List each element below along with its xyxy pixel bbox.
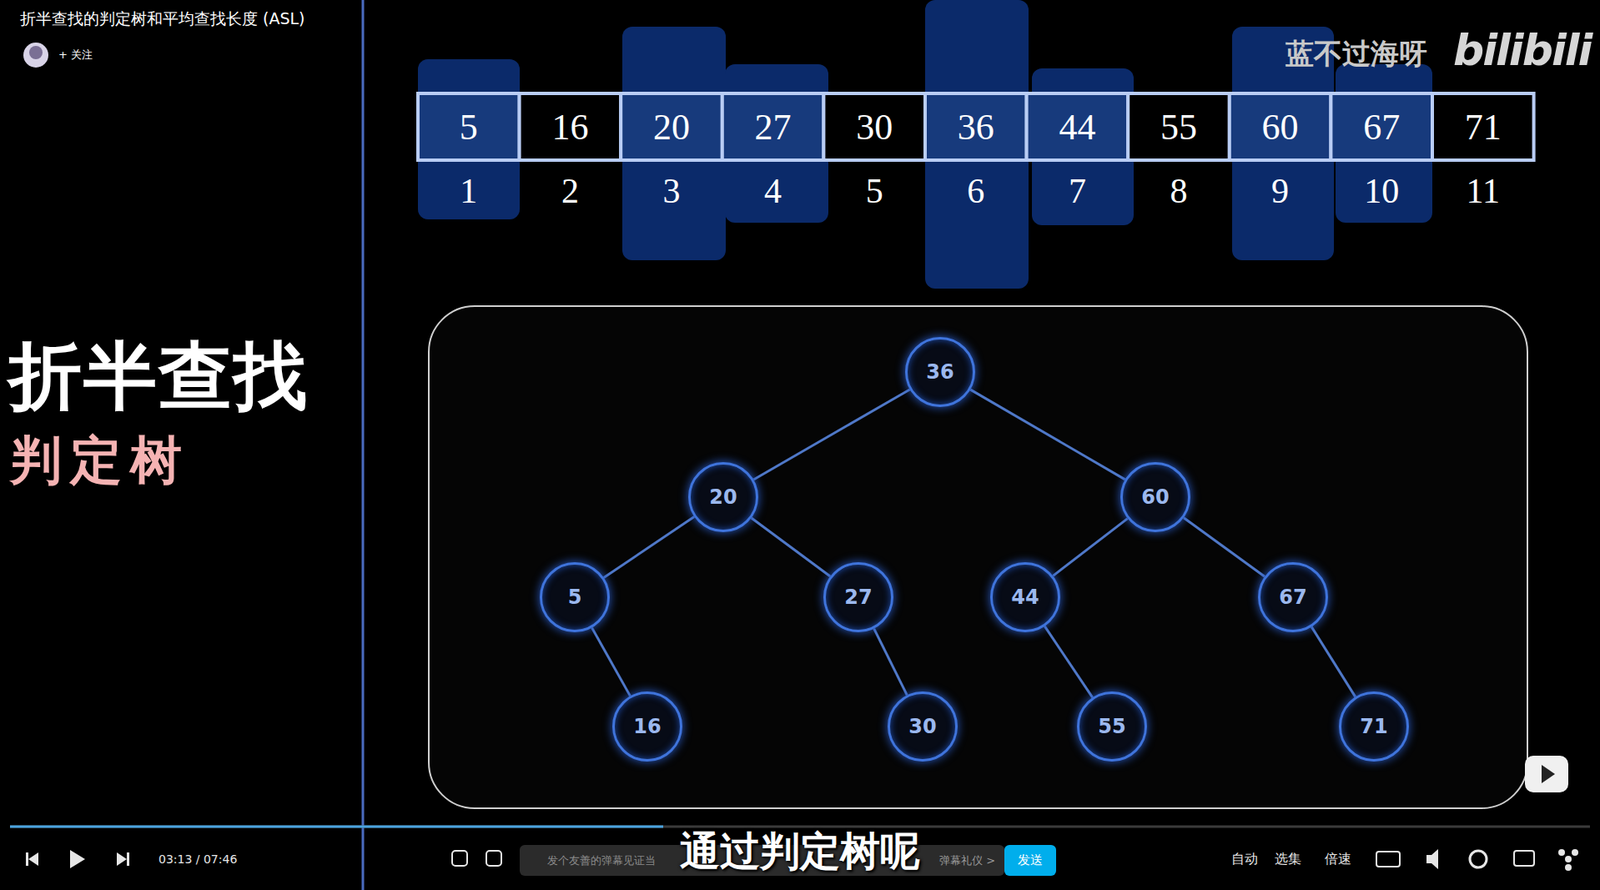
array-index: 10 — [1363, 171, 1399, 212]
tree-edge — [1052, 518, 1128, 577]
array-cells — [417, 93, 1535, 161]
array-value: 71 — [1464, 105, 1502, 149]
array-value: 16 — [551, 105, 589, 149]
array-index: 2 — [561, 171, 579, 212]
tree-edge — [970, 389, 1125, 480]
array-cell — [1127, 93, 1230, 161]
tree-node: 67 — [1257, 562, 1329, 633]
array-index: 9 — [1271, 171, 1289, 212]
node-key: 27 — [844, 585, 872, 609]
side-subheading: 判定树 — [10, 425, 191, 496]
tree-node: 20 — [688, 462, 759, 533]
array-cell — [925, 93, 1027, 161]
avatar-face — [29, 45, 43, 60]
progress-played — [10, 825, 664, 829]
tree-panel — [428, 306, 1528, 809]
array-index: 6 — [966, 171, 985, 212]
watermark-logo: bilibili — [1453, 25, 1591, 76]
array-value: 5 — [459, 105, 478, 149]
array-cell — [620, 93, 723, 161]
array-value: 55 — [1160, 105, 1198, 149]
tree-node: 30 — [887, 691, 958, 762]
array-index: 8 — [1170, 171, 1188, 212]
subtitle: 通过判定树呢 — [679, 825, 921, 879]
tree-edge — [874, 628, 908, 696]
array-value: 60 — [1262, 105, 1299, 149]
node-key: 36 — [925, 360, 954, 384]
tree-edge — [603, 516, 695, 578]
array-index: 4 — [764, 171, 782, 212]
node-key: 55 — [1097, 714, 1126, 739]
speed-button: 倍速 — [1324, 850, 1352, 869]
array-index: 1 — [459, 171, 478, 212]
time-display: 03:13 / 07:46 — [158, 852, 237, 866]
array-cell — [823, 93, 926, 161]
array-index: 7 — [1068, 171, 1087, 212]
array-cell — [1330, 93, 1433, 161]
tree-edge — [751, 518, 831, 577]
tree-node: 27 — [823, 562, 894, 633]
tree-node: 16 — [612, 691, 683, 762]
send-label: 发送 — [1017, 852, 1043, 869]
tree-node: 44 — [990, 562, 1061, 633]
array-cell — [1026, 93, 1129, 161]
tree-edge — [592, 628, 631, 697]
avatar — [23, 42, 49, 68]
array-cell — [519, 93, 622, 161]
tree-edge — [753, 389, 910, 480]
tree-node: 60 — [1120, 462, 1191, 533]
node-key: 5 — [568, 585, 583, 609]
watermark: 蓝不过海呀 — [1285, 35, 1428, 74]
array-value: 67 — [1363, 105, 1400, 149]
video-title: 折半查找的判定树和平均查找长度 (ASL) — [20, 8, 306, 31]
array-value: 27 — [754, 105, 792, 149]
follow-button: + 关注 — [58, 47, 93, 63]
tree-node: 55 — [1076, 691, 1148, 762]
tree-edge — [1044, 626, 1092, 698]
array-value: 36 — [957, 105, 995, 149]
auto-button: 自动 — [1231, 850, 1258, 869]
tree-node: 36 — [905, 337, 976, 408]
episodes-button: 选集 — [1274, 850, 1302, 869]
array-value: 20 — [653, 105, 690, 149]
array-cell — [1432, 93, 1535, 161]
node-key: 71 — [1359, 714, 1388, 739]
send-button — [1004, 845, 1057, 876]
node-key: 67 — [1278, 585, 1307, 609]
array-cell — [1229, 93, 1332, 161]
highlight-bands — [417, 0, 1433, 289]
array-cell — [417, 93, 520, 161]
divider-line — [362, 0, 365, 890]
tree-edge — [1311, 627, 1355, 698]
node-key: 16 — [633, 714, 661, 739]
side-heading: 折半查找 — [8, 327, 309, 427]
node-key: 44 — [1011, 585, 1039, 609]
array-index: 5 — [865, 171, 884, 212]
array-index: 11 — [1466, 171, 1500, 212]
tree-edge — [1183, 518, 1265, 578]
node-key: 20 — [709, 485, 737, 509]
etiquette-link: 弹幕礼仪 > — [939, 853, 996, 869]
input-placeholder: 发个友善的弹幕见证当 — [547, 853, 656, 869]
array-value: 30 — [855, 105, 893, 149]
node-key: 30 — [908, 714, 936, 739]
tree-node: 71 — [1338, 691, 1409, 762]
array-value: 44 — [1058, 105, 1096, 149]
array-index: 3 — [663, 171, 681, 212]
tree-node: 5 — [539, 562, 610, 633]
array-cell — [722, 93, 825, 161]
node-key: 60 — [1141, 485, 1169, 509]
